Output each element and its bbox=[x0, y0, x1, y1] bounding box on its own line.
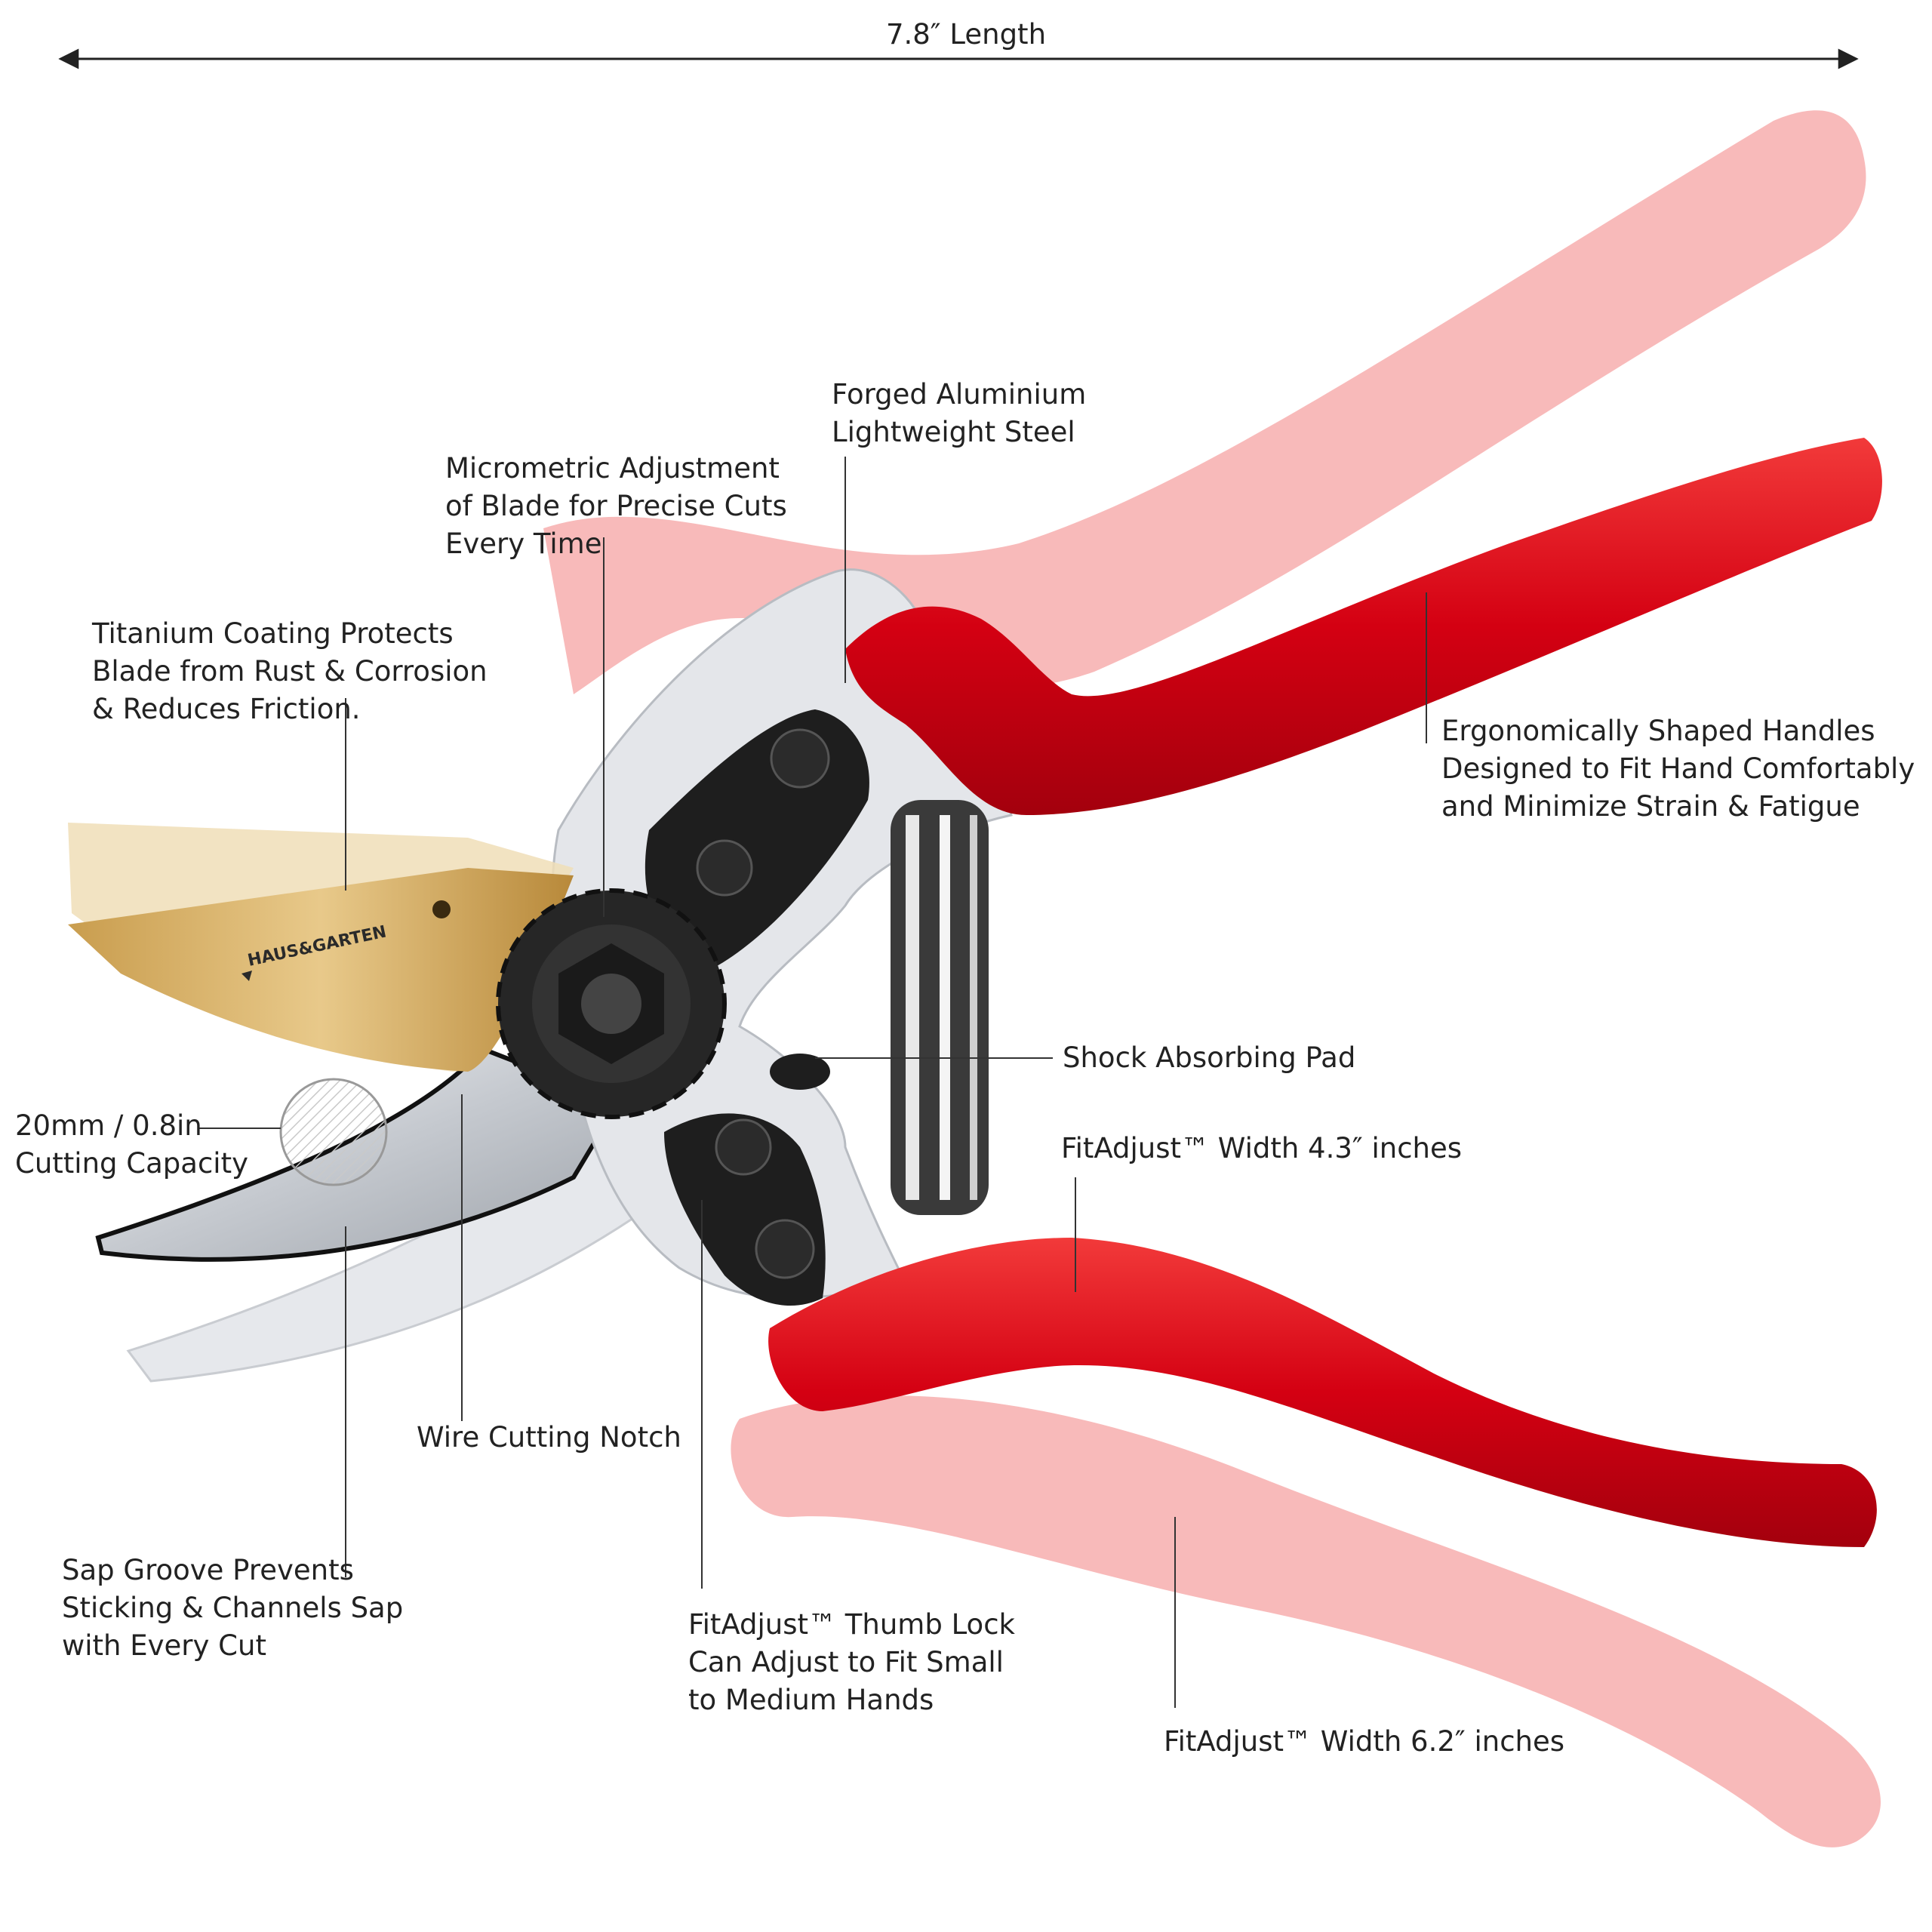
callout-text: Micrometric Adjustment bbox=[445, 452, 780, 485]
brand-s-icon bbox=[242, 971, 252, 981]
callout-micrometric: Micrometric Adjustment of Blade for Prec… bbox=[445, 450, 787, 563]
callout-shock: Shock Absorbing Pad bbox=[1063, 1039, 1355, 1077]
callout-text: with Every Cut bbox=[62, 1629, 266, 1662]
callout-text: FitAdjust™ Width 4.3″ inches bbox=[1061, 1132, 1463, 1164]
callout-text: FitAdjust™ Thumb Lock bbox=[688, 1608, 1015, 1641]
callout-text: to Medium Hands bbox=[688, 1684, 934, 1716]
callout-text: Every Time bbox=[445, 528, 602, 560]
ghost-lower-handle bbox=[731, 1395, 1881, 1847]
lower-red-handle bbox=[768, 1238, 1877, 1547]
callout-forged: Forged Aluminium Lightweight Steel bbox=[832, 376, 1086, 451]
ghost-upper-handle bbox=[543, 110, 1866, 695]
callout-text: and Minimize Strain & Fatigue bbox=[1441, 790, 1860, 823]
callout-text: Designed to Fit Hand Comfortably bbox=[1441, 752, 1915, 785]
callout-text: Sap Groove Prevents bbox=[62, 1554, 354, 1586]
blade-rivet bbox=[432, 900, 451, 918]
callout-text: Lightweight Steel bbox=[832, 416, 1075, 448]
callout-titanium: Titanium Coating Protects Blade from Rus… bbox=[92, 615, 488, 728]
cutting-capacity-circle bbox=[279, 1078, 388, 1186]
callout-text: Titanium Coating Protects bbox=[92, 617, 454, 650]
length-dimension-label: 7.8″ Length bbox=[885, 18, 1047, 51]
callout-wire-notch: Wire Cutting Notch bbox=[417, 1419, 681, 1457]
callout-text: Ergonomically Shaped Handles bbox=[1441, 715, 1875, 747]
callout-text: Blade from Rust & Corrosion bbox=[92, 655, 488, 688]
callout-text: 20mm / 0.8in bbox=[15, 1109, 202, 1142]
callout-width-62: FitAdjust™ Width 6.2″ inches bbox=[1164, 1723, 1564, 1761]
callout-capacity: 20mm / 0.8in Cutting Capacity bbox=[15, 1107, 248, 1183]
callout-text: of Blade for Precise Cuts bbox=[445, 490, 787, 522]
forged-frame bbox=[551, 568, 1013, 1300]
shock-absorbing-spring bbox=[891, 800, 989, 1215]
forged-screw bbox=[770, 728, 830, 789]
titanium-blade-main bbox=[68, 868, 574, 1072]
callout-text: Cutting Capacity bbox=[15, 1147, 248, 1180]
callout-text: Wire Cutting Notch bbox=[417, 1421, 681, 1454]
shock-pad-bump bbox=[770, 1054, 830, 1090]
callout-width-43: FitAdjust™ Width 4.3″ inches bbox=[1061, 1130, 1462, 1168]
callout-lines bbox=[198, 457, 1427, 1708]
callout-text: & Reduces Friction. bbox=[92, 693, 361, 725]
callout-text: Shock Absorbing Pad bbox=[1063, 1041, 1356, 1074]
callout-text: FitAdjust™ Width 6.2″ inches bbox=[1164, 1725, 1565, 1758]
micrometric-gear bbox=[496, 888, 727, 1119]
callout-text: Sticking & Channels Sap bbox=[62, 1592, 404, 1624]
callout-sap-groove: Sap Groove Prevents Sticking & Channels … bbox=[62, 1552, 403, 1665]
frame-screw bbox=[715, 1118, 772, 1176]
callout-text: Can Adjust to Fit Small bbox=[688, 1646, 1004, 1678]
callout-thumb-lock: FitAdjust™ Thumb Lock Can Adjust to Fit … bbox=[688, 1606, 1015, 1719]
upper-red-handle bbox=[845, 438, 1882, 815]
plate-screw bbox=[696, 839, 753, 897]
callout-text: Forged Aluminium bbox=[832, 378, 1087, 411]
thumb-lock-button bbox=[755, 1219, 815, 1279]
callout-ergonomic: Ergonomically Shaped Handles Designed to… bbox=[1441, 712, 1915, 826]
